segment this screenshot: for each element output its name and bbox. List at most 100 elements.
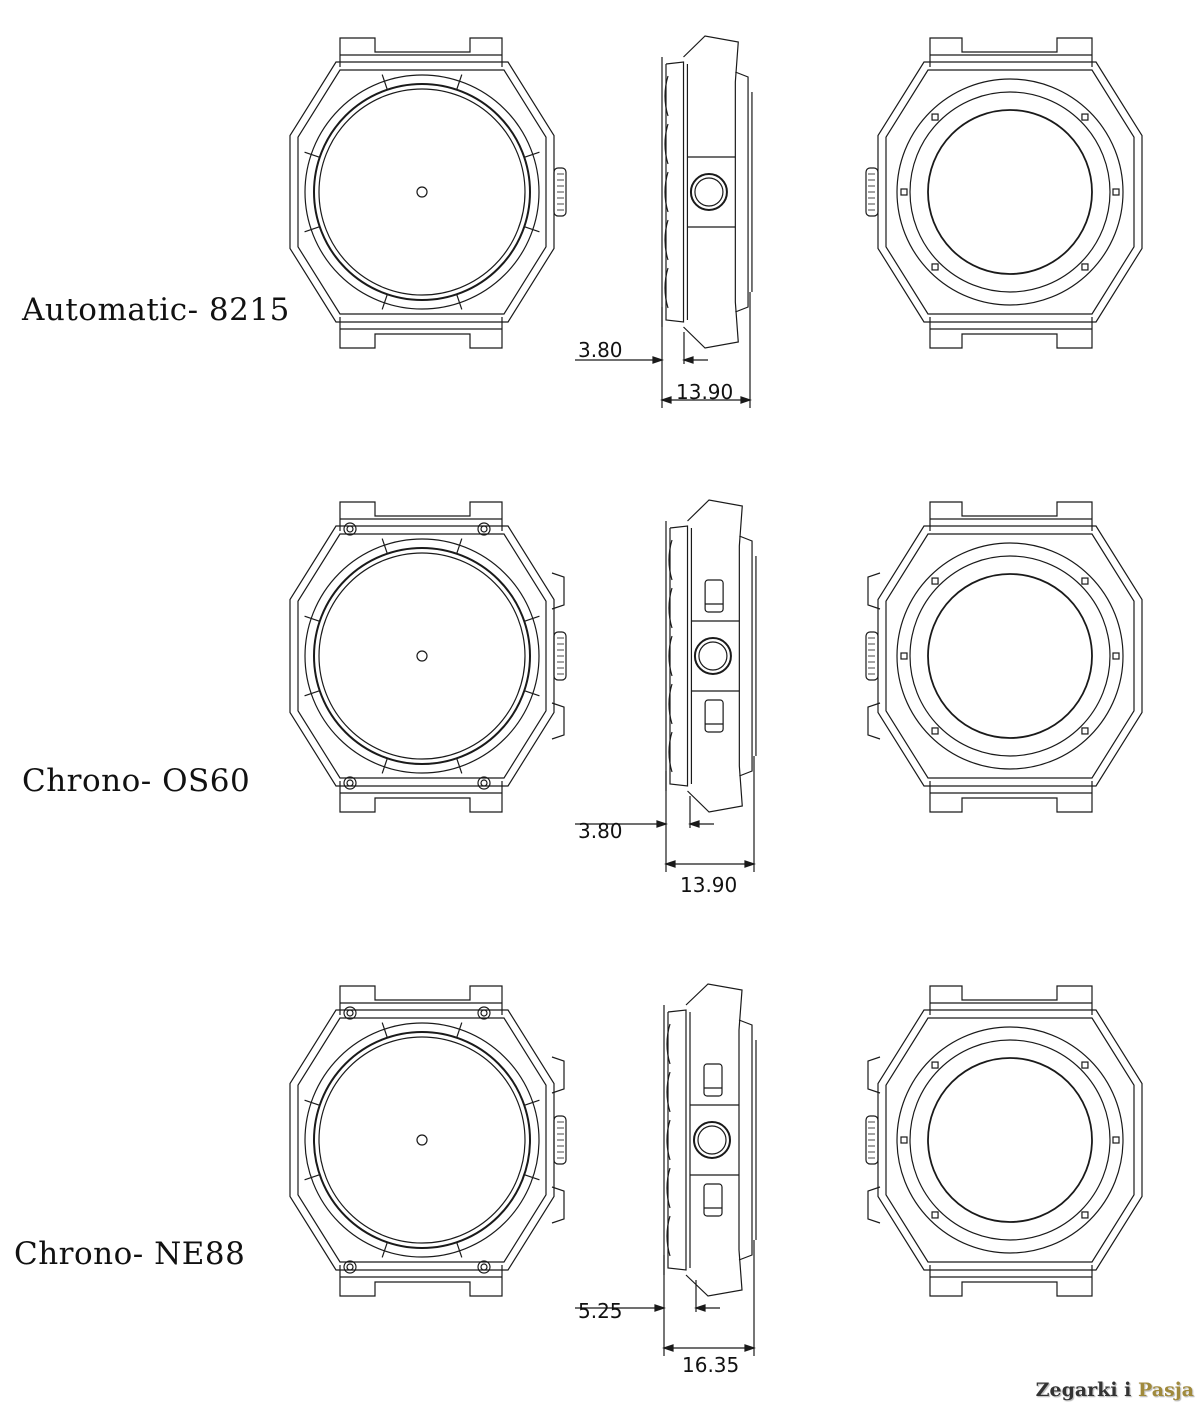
crystal-ring (313, 547, 531, 765)
caseback-notch (931, 113, 939, 121)
bottom-lugs (929, 781, 1093, 813)
chrono-pusher (867, 1056, 881, 1094)
caseback-profile (667, 1009, 687, 1271)
caseback-facet (668, 635, 673, 677)
caseback-notch (1081, 1211, 1089, 1219)
bezel-marker (456, 758, 463, 774)
side-view-3 (663, 983, 757, 1297)
bezel-ring (304, 74, 540, 310)
screw-head (346, 1263, 354, 1271)
screw-head (346, 1009, 354, 1017)
caseback-notch (1112, 1136, 1120, 1144)
bezel-marker (304, 690, 320, 697)
bezel-marker (381, 758, 388, 774)
arrowhead (662, 1344, 674, 1352)
bezel-marker (381, 74, 388, 90)
bezel-marker (456, 1242, 463, 1258)
bottom-lugs (929, 1265, 1093, 1297)
caseback-profile (665, 61, 685, 323)
caseback-notch (931, 1211, 939, 1219)
screw-head (480, 779, 488, 787)
crown-side-inner (698, 641, 728, 671)
caseback-facet (666, 1215, 671, 1257)
crown (553, 1115, 567, 1165)
bottom-lugs (339, 1265, 503, 1297)
crown (553, 167, 567, 217)
caseback-facet (666, 1071, 671, 1113)
chrono-pusher (867, 702, 881, 740)
front-view-1 (289, 37, 567, 349)
screw-head (480, 525, 488, 533)
bezel-marker (381, 538, 388, 554)
screw (477, 1006, 491, 1020)
watermark-logo: Zegarki i Pasja (1035, 1379, 1194, 1401)
crown (865, 167, 879, 217)
top-lugs (929, 501, 1093, 531)
caseback-notch (931, 1061, 939, 1069)
case-middle-profile (685, 983, 743, 1297)
caseback-inner-ring (909, 1039, 1111, 1241)
case-inner-outline (297, 533, 547, 779)
caseback-notch (1081, 727, 1089, 735)
bezel-marker (456, 1022, 463, 1038)
crown-side (693, 1121, 731, 1159)
caseback-inner-ring (909, 555, 1111, 757)
caseback-ring (896, 542, 1124, 770)
dimension-small-2: 3.80 (578, 819, 623, 843)
screw-head (480, 1263, 488, 1271)
chrono-pusher (551, 1056, 565, 1094)
caseback-facet (668, 587, 673, 629)
caseback-window (927, 109, 1093, 275)
crown-side (689, 173, 728, 211)
top-lugs (339, 985, 503, 1015)
front-view-3 (289, 985, 567, 1297)
bezel-marker (524, 226, 540, 233)
bezel-marker (456, 294, 463, 310)
crystal-ring (313, 83, 531, 301)
caseback-facet (664, 123, 669, 165)
bezel-marker (456, 74, 463, 90)
crown-side-inner (694, 177, 724, 207)
dimension-total-1: 13.90 (676, 380, 734, 404)
bezel-marker (304, 1099, 320, 1106)
caseback-facet (664, 75, 669, 117)
caseback-notch (1081, 1061, 1089, 1069)
top-lugs (929, 985, 1093, 1015)
bezel-ring (304, 538, 540, 774)
arrowhead (740, 396, 752, 404)
caseback-facet (666, 1023, 671, 1065)
model-label-2: Chrono- OS60 (22, 763, 251, 799)
screw-head (346, 779, 354, 787)
caseback-notch (900, 652, 908, 660)
back-view-2 (865, 501, 1143, 813)
case-outline (877, 525, 1143, 787)
bezel-marker (381, 294, 388, 310)
top-lugs (339, 501, 503, 531)
bezel-profile (735, 71, 749, 313)
caseback-notch (931, 577, 939, 585)
arrowhead (682, 356, 694, 364)
arrowhead (652, 356, 664, 364)
bezel-marker (456, 538, 463, 554)
dial-circle (318, 1036, 526, 1244)
dial-circle (318, 88, 526, 296)
caseback-inner-ring (909, 91, 1111, 293)
caseback-window (927, 1057, 1093, 1223)
dial-circle (318, 552, 526, 760)
bezel-marker (304, 226, 320, 233)
caseback-notch (931, 263, 939, 271)
chrono-pusher (867, 1186, 881, 1224)
case-outline (877, 61, 1143, 323)
caseback-notch (1081, 577, 1089, 585)
side-view-1 (661, 35, 753, 349)
caseback-notch (900, 188, 908, 196)
caseback-ring (896, 1026, 1124, 1254)
bezel-marker (524, 151, 540, 158)
model-label-3: Chrono- NE88 (14, 1236, 246, 1272)
screw (343, 776, 357, 790)
front-view-2 (289, 501, 567, 813)
case-inner-outline (885, 533, 1135, 779)
caseback-facet (666, 1167, 671, 1209)
top-lugs (929, 37, 1093, 67)
